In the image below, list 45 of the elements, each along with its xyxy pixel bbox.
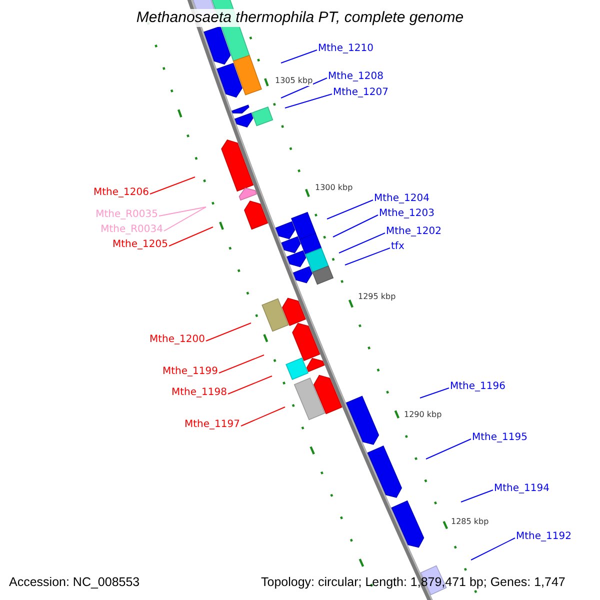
leader-line [284,94,332,108]
gene-label: tfx [391,241,404,253]
leader-line [426,438,472,460]
gene-label: Mthe_1192 [516,531,572,543]
leader-line [150,176,196,194]
leader-line [420,388,450,398]
gene-label: Mthe_1204 [374,193,430,205]
leader-line [332,214,378,238]
footer-text: Accession: NC_008553 [9,575,140,590]
gene-label: Mthe_1197 [184,419,240,431]
gene-label: Mthe_R0034 [100,224,163,236]
leader-line [228,376,272,394]
tick-label: 1305 kbp [275,76,313,86]
leader-line [158,206,206,216]
gene-label: Mthe_1198 [172,387,227,399]
gene-label: Mthe_1200 [150,334,205,346]
tick-label: 1285 kbp [451,517,489,527]
gene-label: Mthe_1199 [162,366,218,378]
leader-line [206,322,252,342]
leader-line [338,232,386,254]
gene-label: Mthe_1195 [472,432,528,444]
gene-label: Mthe_1207 [333,87,388,99]
gene-label: Mthe_1208 [328,71,384,83]
gene-label: Mthe_1210 [318,43,374,55]
tick-label: 1290 kbp [404,410,442,420]
gene-label: Mthe_1196 [450,381,506,393]
gene-label: Mthe_1203 [379,208,434,220]
gene-label: Mthe_R0035 [96,209,158,221]
gene-label: Mthe_1205 [112,239,168,251]
leader-line [280,50,318,64]
leader-line [326,200,374,220]
tick-label: 1300 kbp [315,183,353,193]
leader-line [460,490,494,502]
leader-line [280,78,328,98]
gene-label: Mthe_1202 [386,226,442,238]
leader-line [164,206,206,232]
footer-text: Topology: circular; Length: 1,879,471 bp; Genes: 1,747 [261,575,566,590]
leader-line [240,406,286,426]
leader-line [470,538,516,560]
leader-line [218,354,264,374]
leader-line [344,248,390,266]
leader-line [168,226,214,246]
gene-label: Mthe_1194 [494,483,550,495]
tick-label: 1295 kbp [358,292,396,302]
gene-label: Mthe_1206 [94,187,149,199]
